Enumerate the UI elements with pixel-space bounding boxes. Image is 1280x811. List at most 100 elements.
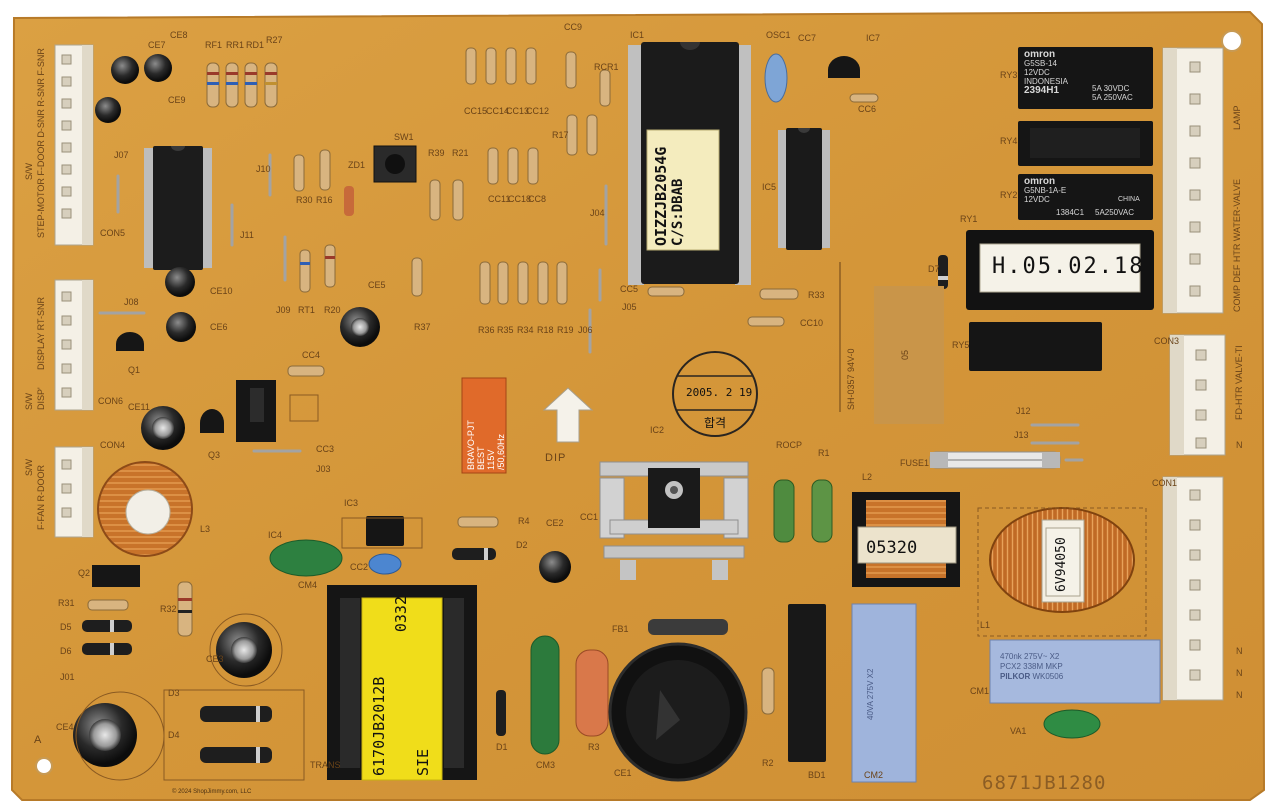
relay-ry2-rating: 5A250VAC: [1095, 208, 1134, 217]
silk-l1: L1: [980, 620, 991, 630]
silk-ry3: RY3: [1000, 70, 1018, 80]
transistor-q3: [200, 409, 224, 433]
silk-r16: R16: [316, 195, 333, 205]
silk-con4: CON4: [100, 440, 126, 450]
transformer-line3: SIE: [414, 748, 432, 776]
silk-cc5: CC5: [620, 284, 639, 294]
silk-con-right-n3: N: [1236, 668, 1243, 678]
silk-pcb-code2: 05: [900, 349, 910, 360]
silk-con-right-n1: N: [1236, 440, 1243, 450]
silk-r18: R18: [537, 325, 554, 335]
transistor-q2: [92, 565, 140, 587]
silk-bd1: BD1: [808, 770, 826, 780]
silk-cc3: CC3: [316, 444, 335, 454]
silk-ce4: CE4: [56, 722, 74, 732]
silk-j04: J04: [590, 208, 605, 218]
silk-pcb-code: SH-0357 94V-0: [846, 348, 856, 410]
silk-cm1: CM1: [970, 686, 990, 696]
relay-ry3: [1018, 47, 1153, 109]
orange-label-line2: BEST: [476, 446, 486, 470]
silk-j13: J13: [1014, 430, 1029, 440]
silk-j03: J03: [316, 464, 331, 474]
diodes: [82, 186, 948, 763]
relay-ry2-spec1: 12VDC: [1024, 195, 1050, 204]
silk-r37: R37: [414, 322, 431, 332]
resistor-r3: [575, 649, 609, 737]
silk-r21: R21: [452, 148, 469, 158]
silk-con-right-n4: N: [1236, 690, 1243, 700]
silk-ic3: IC3: [344, 498, 359, 508]
resistor-r1: [811, 479, 833, 543]
silk-j10: J10: [256, 164, 271, 174]
mcu-sticker: [646, 129, 720, 251]
silk-ce7: CE7: [148, 40, 166, 50]
silk-q2: Q2: [78, 568, 91, 578]
silk-ce9: CE9: [168, 95, 186, 105]
silk-con-right1: LAMP: [1232, 105, 1242, 130]
capacitor-cm1: [989, 639, 1161, 704]
crystal-osc1: [764, 53, 788, 103]
capacitor-ce9: [95, 97, 121, 123]
silk-zd1: ZD1: [348, 160, 366, 170]
silk-rocp: ROCP: [776, 440, 803, 450]
silk-ce5: CE5: [368, 280, 386, 290]
silk-con-left4b: S/W: [24, 459, 34, 476]
inductor-l2: [852, 492, 960, 587]
transistor-q1: [116, 332, 144, 351]
relay-ry3-label: omron G5SB-14 12VDC INDONESIA 2394H1: [1024, 50, 1150, 96]
coil-sticker: [1045, 527, 1081, 597]
silk-cc4: CC4: [302, 350, 321, 360]
resistor-array-h: [87, 93, 879, 611]
silk-con5: CON5: [100, 228, 126, 238]
connector-con5: [54, 44, 94, 246]
silk-con1: CON1: [1152, 478, 1178, 488]
silk-rr1: RR1: [226, 40, 245, 50]
silk-con-left1b: S/W: [24, 163, 34, 180]
varistor-va1: [1043, 709, 1101, 739]
silk-ic5: IC5: [762, 182, 777, 192]
relay-ry3-rating1: 5A 30VDC: [1092, 84, 1130, 93]
silk-con-left1: STEP-MOTOR F-DOOR D-SNR R-SNR F-SNR: [36, 48, 46, 238]
silk-ry1: RY1: [960, 214, 978, 224]
orange-label-text: BRAVO-PJT BEST 115V /50,60Hz: [466, 375, 506, 470]
orange-label-line1: BRAVO-PJT: [466, 420, 476, 470]
silk-d6: D6: [60, 646, 72, 656]
silk-d3: D3: [168, 688, 180, 698]
silk-q1: Q1: [128, 365, 141, 375]
capacitor-cc2: [368, 553, 402, 575]
silk-rt1: RT1: [298, 305, 315, 315]
silk-d5: D5: [60, 622, 72, 632]
dip-arrow-icon: [542, 387, 594, 443]
silk-d7: D7: [928, 264, 940, 274]
silk-j12: J12: [1016, 406, 1031, 416]
capacitor-ce2: [539, 551, 571, 583]
silk-cc10: CC10: [800, 318, 824, 328]
silk-cc14: CC14: [486, 106, 510, 116]
silk-ry2: RY2: [1000, 190, 1018, 200]
silk-r39: R39: [428, 148, 445, 158]
stamp-date: 2005. 2 19: [686, 386, 753, 399]
relay-ry3-model: G5SB-14: [1024, 59, 1057, 68]
silk-cc8: CC8: [528, 194, 547, 204]
silk-sw1: SW1: [394, 132, 414, 142]
capacitor-cm4: [269, 539, 343, 577]
silk-ce8: CE8: [170, 30, 188, 40]
silk-cc2: CC2: [350, 562, 369, 572]
silk-j06: J06: [578, 325, 593, 335]
silk-con3: CON3: [1154, 336, 1180, 346]
silk-va1: VA1: [1010, 726, 1027, 736]
resistor-bands: [178, 72, 335, 613]
mcu-code: OIZZJB2054G: [652, 146, 670, 246]
capacitor-ce10: [165, 267, 195, 297]
silk-l3: L3: [200, 524, 211, 534]
cm2-text: 40VA 275V X2: [866, 668, 875, 720]
silk-cm3: CM3: [536, 760, 556, 770]
silk-cc9: CC9: [564, 22, 583, 32]
capacitor-cm2: [851, 603, 917, 783]
silk-a: A: [34, 734, 43, 746]
connector-con1: [1162, 476, 1224, 701]
silk-l2: L2: [862, 472, 873, 482]
resistor-rocp: [773, 479, 795, 543]
silk-cc15: CC15: [464, 106, 488, 116]
